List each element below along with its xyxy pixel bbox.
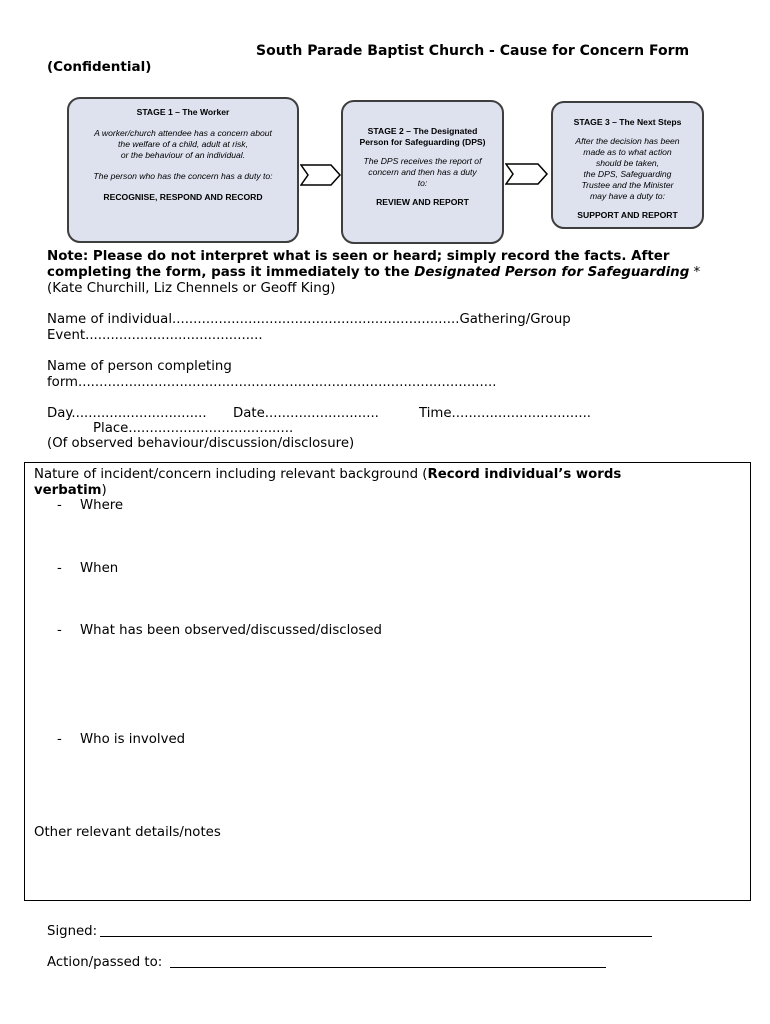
stage-2-text-line: concern and then has a duty xyxy=(368,167,477,177)
time-field[interactable]: Time................................. xyxy=(419,406,592,421)
involved-label: Who is involved xyxy=(80,732,186,747)
action-passed-line[interactable] xyxy=(170,967,606,968)
observed-label: What has been observed/discussed/disclos… xyxy=(80,623,382,638)
stage-1-text-line: or the behaviour of an individual. xyxy=(120,150,246,160)
day-field[interactable]: Day................................ xyxy=(47,406,207,421)
dps-names: (Kate Churchill, Liz Chennels or Geoff K… xyxy=(47,281,336,296)
signed-label: Signed: xyxy=(47,924,98,939)
arrow-right-icon xyxy=(300,164,342,186)
note-star: * xyxy=(689,265,701,280)
stage-3-text-line: made as to what action xyxy=(583,147,672,157)
stage-3-text-line: may have a duty to: xyxy=(590,191,665,201)
date-field[interactable]: Date........................... xyxy=(233,406,379,421)
stage-1-heading: STAGE 1 – The Worker xyxy=(136,107,230,117)
bullet-dash: - xyxy=(57,732,62,747)
stage-2-heading-line: STAGE 2 – The Designated xyxy=(367,126,478,136)
stage-1-box: STAGE 1 – The Worker A worker/church att… xyxy=(67,97,299,243)
where-label: Where xyxy=(80,498,124,513)
stage-1-text-line: the welfare of a child, adult at risk, xyxy=(118,139,248,149)
bullet-dash: - xyxy=(57,561,62,576)
form-title: South Parade Baptist Church - Cause for … xyxy=(256,43,690,59)
other-details-label: Other relevant details/notes xyxy=(34,825,221,840)
arrow-right-icon xyxy=(505,163,549,185)
stage-3-action: SUPPORT AND REPORT xyxy=(577,210,678,220)
stage-2-text-line: to: xyxy=(417,178,428,188)
incident-heading-cont: verbatim) xyxy=(34,483,107,498)
completing-field-line[interactable]: form....................................… xyxy=(47,375,497,390)
stage-3-text-line: should be taken, xyxy=(595,158,660,168)
stage-2-action: REVIEW AND REPORT xyxy=(376,197,469,207)
stage-1-text-line: A worker/church attendee has a concern a… xyxy=(94,128,272,138)
dps-text: Designated Person for Safeguarding xyxy=(414,265,690,280)
stage-3-heading: STAGE 3 – The Next Steps xyxy=(573,117,682,127)
when-label: When xyxy=(80,561,119,576)
stage-2-heading-line: Person for Safeguarding (DPS) xyxy=(359,137,486,147)
note-paragraph: Note: Please do not interpret what is se… xyxy=(47,249,727,297)
stage-1-action: RECOGNISE, RESPOND AND RECORD xyxy=(103,192,263,202)
place-field[interactable]: Place...................................… xyxy=(93,421,294,436)
incident-heading: Nature of incident/concern including rel… xyxy=(34,467,622,482)
signed-line[interactable] xyxy=(100,936,652,937)
confidential-label: (Confidential) xyxy=(47,59,152,75)
bullet-dash: - xyxy=(57,498,62,513)
stage-3-text-line: the DPS, Safeguarding xyxy=(583,169,672,179)
stage-3-box: STAGE 3 – The Next Steps After the decis… xyxy=(551,101,704,229)
stage-2-box: STAGE 2 – The Designated Person for Safe… xyxy=(341,100,504,244)
bullet-dash: - xyxy=(57,623,62,638)
individual-field-line[interactable]: Name of individual......................… xyxy=(47,312,571,327)
stage-3-text-line: Trustee and the Minister xyxy=(581,180,674,190)
action-passed-label: Action/passed to: xyxy=(47,955,163,970)
event-field-line[interactable]: Event...................................… xyxy=(47,328,263,343)
note-text: Note: Please do not interpret what is se… xyxy=(47,249,670,280)
stage-3-text-line: After the decision has been xyxy=(575,136,680,146)
observed-note: (Of observed behaviour/discussion/disclo… xyxy=(47,436,355,451)
stage-1-duty: The person who has the concern has a dut… xyxy=(93,171,273,181)
incident-box[interactable]: Nature of incident/concern including rel… xyxy=(24,462,751,901)
completing-label: Name of person completing xyxy=(47,359,232,374)
stage-2-text-line: The DPS receives the report of xyxy=(363,156,482,166)
